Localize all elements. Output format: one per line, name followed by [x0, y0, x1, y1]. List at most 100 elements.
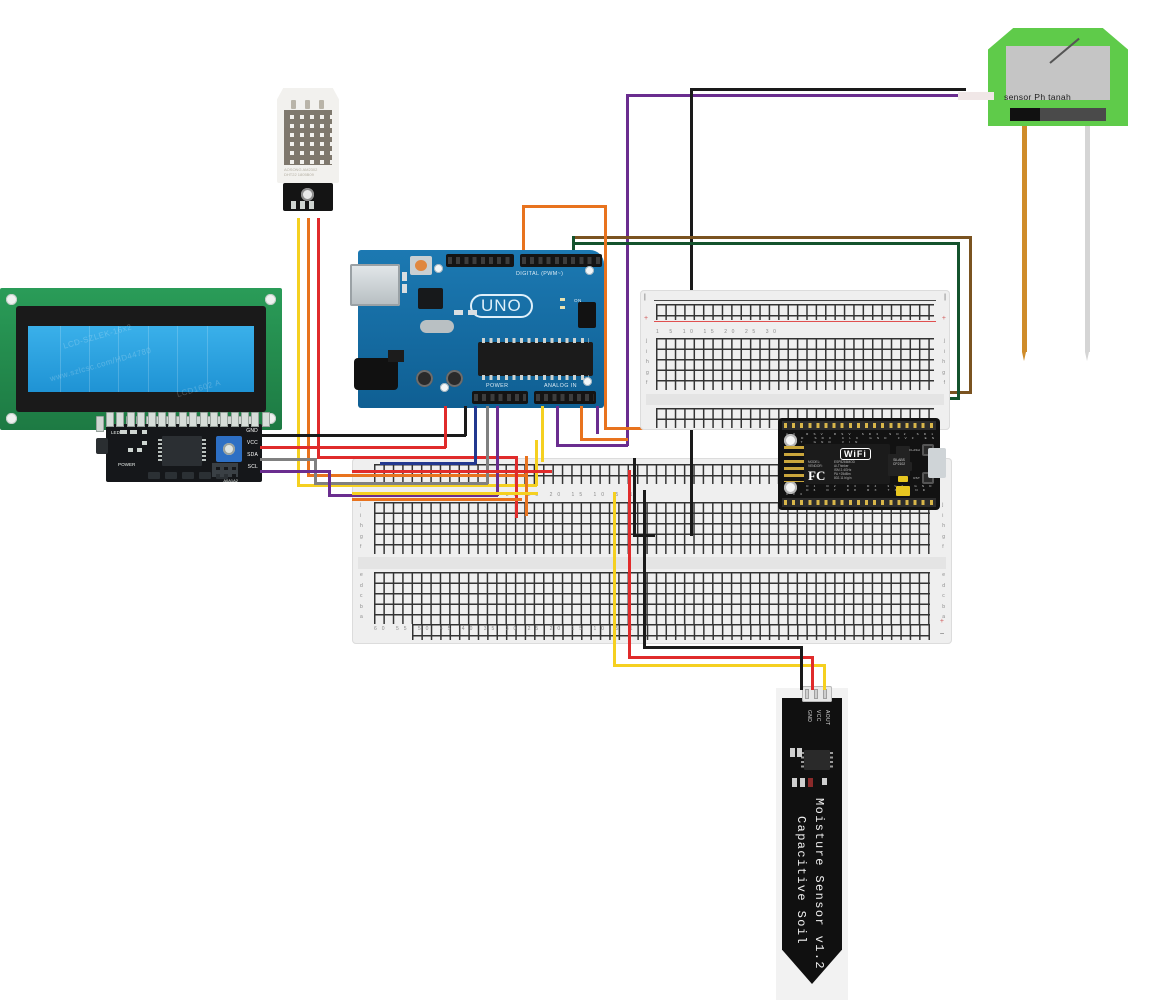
bb-top-rail-minus [654, 300, 936, 302]
arduino-digital-header-right[interactable] [520, 254, 602, 267]
esp-rf-shield [804, 444, 890, 484]
bb-top-plus-right: + [941, 315, 946, 322]
wire-soil-yellow-h [613, 664, 826, 667]
soil-sensor-connector[interactable] [802, 686, 832, 702]
bb-top-rail-plus [654, 321, 936, 323]
wire-black-staple-1 [633, 458, 636, 536]
wire-soil-black-h [643, 646, 803, 649]
wire-i2c-scl-v1 [328, 470, 331, 496]
arduino-analog-header[interactable] [534, 391, 596, 404]
arduino-icsp-header[interactable] [578, 302, 596, 328]
soil-pin-vcc: VCC [815, 710, 821, 722]
arduino-power-jack[interactable] [354, 358, 398, 390]
wire-soil-red-v [628, 470, 631, 658]
i2c-smd-2 [130, 430, 137, 434]
bb-top-plus-left: + [644, 315, 649, 322]
wire-rail-orange [352, 498, 522, 501]
wifi-icon: WiFi [840, 448, 871, 460]
esp-led-2 [896, 486, 910, 496]
i2c-pin-gnd: GND [246, 428, 258, 434]
arduino-usb-port[interactable] [350, 264, 400, 306]
wire-i2c-gnd-h [260, 434, 466, 437]
dht22-mount-hole [301, 188, 314, 201]
i2c-smd-4 [142, 441, 147, 445]
wire-purple-ph-horizontal [626, 94, 966, 97]
ph-sensor-button-bar[interactable] [1010, 108, 1106, 121]
soil-smd-5 [808, 778, 813, 787]
esp-header-bottom[interactable] [782, 498, 936, 507]
soil-moisture-sensor[interactable]: GND VCC AOUT Capacitive Soil Moisture Se… [776, 686, 848, 1000]
wire-a4-orange [580, 406, 583, 440]
i2c-pcf8574-chip [158, 436, 206, 466]
arduino-smd-a [402, 272, 407, 281]
arduino-mount-hole-4 [583, 377, 592, 386]
soil-smd-1 [790, 748, 795, 757]
dht22-vent-slots [291, 100, 324, 109]
esp-led-1 [898, 476, 908, 482]
arduino-digital-header-left[interactable] [446, 254, 514, 267]
esp-mount-hole-tl [784, 434, 797, 447]
i2c-address-jumpers[interactable] [212, 463, 238, 477]
soil-sensor-title-line2: Moisture Sensor v1.2 [812, 798, 826, 971]
wire-a0-yellow [541, 406, 544, 462]
arduino-mount-hole-3 [440, 383, 449, 392]
wire-dht-yellow-h [297, 484, 537, 487]
arduino-smd-d [468, 310, 477, 315]
esp-micro-usb-port[interactable] [928, 448, 946, 478]
soil-pin-gnd: GND [806, 710, 812, 723]
bb-top-center-channel [646, 394, 944, 405]
wire-orange-right [604, 205, 607, 430]
esp-header-top[interactable] [782, 421, 936, 430]
bb-top-main-holes [656, 338, 934, 390]
wire-dht-red-v2 [515, 456, 518, 518]
nodemcu-esp8266-board[interactable]: A0 RSV RSV SD3 SD2 SD1 CMD SD0 CLK GND 3… [778, 418, 946, 510]
soil-smd-2 [797, 748, 802, 757]
lcd-mount-hole-tr [265, 294, 276, 305]
esp-module-marking: MODEL: VENDOR: [808, 460, 823, 468]
lcd-bezel [16, 306, 266, 412]
lcd-mount-hole-tl [6, 294, 17, 305]
wire-a1-purple [556, 406, 559, 446]
wire-black-esp-staple [690, 458, 693, 536]
bb-main-column-ticks-bottom: 60 55 50 45 40 35 30 25 20 15 10 5 1 [374, 626, 638, 632]
bb-top-column-ticks: 1 5 10 15 20 25 30 [656, 329, 781, 335]
bb-top-rail-holes [656, 304, 934, 320]
bb-main-lower-holes [374, 572, 930, 624]
wire-black-ph-horizontal [690, 88, 966, 91]
arduino-usb-controller-ic [418, 288, 443, 309]
dht22-pin-header[interactable] [291, 201, 314, 209]
bb-main-center-channel [358, 557, 946, 569]
ph-probe-copper-tip [1022, 352, 1026, 361]
bb-top-minus-right: | [944, 294, 946, 301]
wire-a5-purple2 [596, 406, 599, 434]
bb-main-rail-holes-bottom [412, 624, 930, 640]
wire-green-top [572, 242, 960, 245]
esp-ams1117-regulator [896, 446, 910, 457]
i2c-lcd-backpack[interactable]: LED POWER A0A1A2 GND VCC SDA SCL [96, 412, 270, 483]
i2c-contrast-potentiometer[interactable] [216, 436, 242, 462]
wire-i2c-vcc-h [260, 446, 446, 449]
lcd-mount-hole-br [265, 413, 276, 424]
dht22-sensor[interactable]: AOSONG AM2302 DHT22 1805B09 [277, 88, 339, 218]
arduino-analog-label: ANALOG IN [544, 383, 577, 389]
ph-sensor-module[interactable]: sensor Ph tanah [988, 28, 1128, 138]
wire-a1-purple-h [556, 444, 628, 447]
wire-dht-red-h [317, 456, 517, 459]
lcd-display-module[interactable]: LCD-SZLEK-16x2 www.szlcsc.com/HD44780 LC… [0, 288, 282, 432]
wire-soil-black-drop [800, 646, 803, 690]
wire-i2c-gnd-v [464, 406, 467, 436]
arduino-power-header[interactable] [472, 391, 528, 404]
wire-i2c-scl-h [260, 470, 330, 473]
i2c-pin-header-top[interactable] [106, 412, 270, 427]
wire-soil-red-h [628, 656, 814, 659]
arduino-reset-button[interactable] [410, 256, 432, 275]
ph-sensor-cable-stub [958, 92, 994, 100]
wire-dht-yellow [297, 218, 300, 486]
i2c-smd-1 [120, 430, 127, 434]
arduino-uno-board[interactable]: DIGITAL (PWM~) UNO ON POWER ANALOG IN [350, 250, 604, 408]
wire-a4-orange-h [580, 438, 628, 441]
soil-smd-4 [800, 778, 805, 787]
wire-rail-red [352, 470, 552, 473]
wire-i2c-scl-h2 [328, 494, 498, 497]
